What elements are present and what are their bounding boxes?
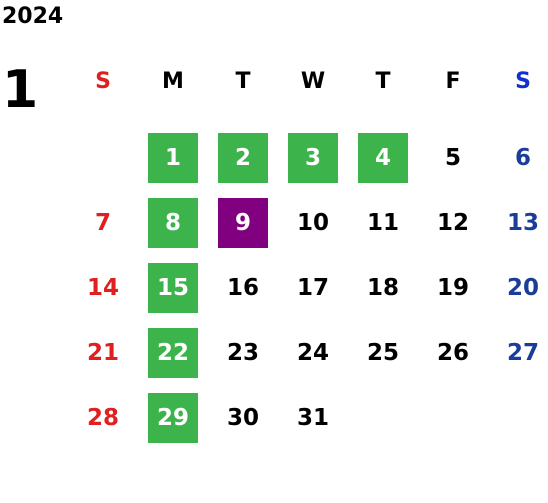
- calendar-day-number: 30: [226, 404, 259, 431]
- calendar-day-number: 29: [148, 392, 198, 443]
- calendar-day-4[interactable]: 4: [348, 125, 418, 190]
- calendar-day-number: 31: [296, 404, 329, 431]
- calendar-day-number: 20: [506, 274, 539, 301]
- calendar-day-31[interactable]: 31: [278, 385, 348, 450]
- calendar-day-20[interactable]: 20: [488, 255, 548, 320]
- weekday-header-thursday: T: [375, 68, 391, 94]
- calendar-day-number: 6: [514, 144, 531, 171]
- calendar-day-7[interactable]: 7: [68, 190, 138, 255]
- calendar-day-13[interactable]: 13: [488, 190, 548, 255]
- calendar-day-number: 10: [296, 209, 329, 236]
- calendar-day-number: 9: [218, 197, 268, 248]
- weekday-header-tuesday: T: [235, 68, 251, 94]
- calendar-day-number: 1: [148, 132, 198, 183]
- calendar-day-19[interactable]: 19: [418, 255, 488, 320]
- calendar-day-number: 12: [436, 209, 469, 236]
- calendar-day-number: 5: [444, 144, 461, 171]
- calendar-day-2[interactable]: 2: [208, 125, 278, 190]
- calendar-day-11[interactable]: 11: [348, 190, 418, 255]
- calendar-day-18[interactable]: 18: [348, 255, 418, 320]
- calendar-day-number: 8: [148, 197, 198, 248]
- calendar-day-number: [428, 393, 478, 443]
- calendar-day-number: 15: [148, 262, 198, 313]
- calendar-day-26[interactable]: 26: [418, 320, 488, 385]
- calendar-day-number: 14: [86, 274, 119, 301]
- weekday-header-row: S M T W T F S: [68, 60, 548, 102]
- calendar-day-number: 11: [366, 209, 399, 236]
- weekday-header-saturday: S: [515, 68, 531, 94]
- month-label: 1: [2, 60, 39, 120]
- calendar-day-15[interactable]: 15: [138, 255, 208, 320]
- calendar-day-23[interactable]: 23: [208, 320, 278, 385]
- weekday-header-wednesday: W: [300, 68, 326, 94]
- calendar-day-number: 18: [366, 274, 399, 301]
- weekday-header-sunday: S: [95, 68, 111, 94]
- calendar-day-number: 25: [366, 339, 399, 366]
- calendar-day-8[interactable]: 8: [138, 190, 208, 255]
- calendar-day-28[interactable]: 28: [68, 385, 138, 450]
- calendar-day-number: 13: [506, 209, 539, 236]
- calendar-day-10[interactable]: 10: [278, 190, 348, 255]
- calendar-day-number: 26: [436, 339, 469, 366]
- calendar-day-1[interactable]: 1: [138, 125, 208, 190]
- calendar-day-29[interactable]: 29: [138, 385, 208, 450]
- calendar-day-5[interactable]: 5: [418, 125, 488, 190]
- calendar-day-27[interactable]: 27: [488, 320, 548, 385]
- calendar-day-empty: [348, 385, 418, 450]
- calendar-day-6[interactable]: 6: [488, 125, 548, 190]
- calendar-day-empty: [68, 125, 138, 190]
- calendar-day-number: 21: [86, 339, 119, 366]
- calendar-day-number: 27: [506, 339, 539, 366]
- calendar-day-number: 7: [94, 209, 111, 236]
- weekday-header-monday: M: [162, 68, 184, 94]
- calendar-day-14[interactable]: 14: [68, 255, 138, 320]
- weekday-header-friday: F: [445, 68, 461, 94]
- calendar-day-empty: [418, 385, 488, 450]
- calendar-day-21[interactable]: 21: [68, 320, 138, 385]
- calendar-day-22[interactable]: 22: [138, 320, 208, 385]
- calendar-day-24[interactable]: 24: [278, 320, 348, 385]
- calendar-day-9[interactable]: 9: [208, 190, 278, 255]
- calendar-day-25[interactable]: 25: [348, 320, 418, 385]
- calendar-day-3[interactable]: 3: [278, 125, 348, 190]
- calendar-day-number: 22: [148, 327, 198, 378]
- calendar-day-number: 2: [218, 132, 268, 183]
- calendar-day-number: [358, 393, 408, 443]
- calendar-day-number: 3: [288, 132, 338, 183]
- calendar-day-empty: [488, 385, 548, 450]
- calendar-day-number: 23: [226, 339, 259, 366]
- calendar-day-number: 24: [296, 339, 329, 366]
- calendar-day-30[interactable]: 30: [208, 385, 278, 450]
- calendar-day-number: 17: [296, 274, 329, 301]
- calendar-day-number: 19: [436, 274, 469, 301]
- calendar-day-number: 28: [86, 404, 119, 431]
- calendar-day-number: 4: [358, 132, 408, 183]
- year-label: 2024: [2, 4, 64, 29]
- calendar-day-16[interactable]: 16: [208, 255, 278, 320]
- calendar-day-12[interactable]: 12: [418, 190, 488, 255]
- calendar-day-number: [498, 393, 548, 443]
- calendar-day-number: 16: [226, 274, 259, 301]
- calendar-day-17[interactable]: 17: [278, 255, 348, 320]
- calendar-day-number: [78, 133, 128, 183]
